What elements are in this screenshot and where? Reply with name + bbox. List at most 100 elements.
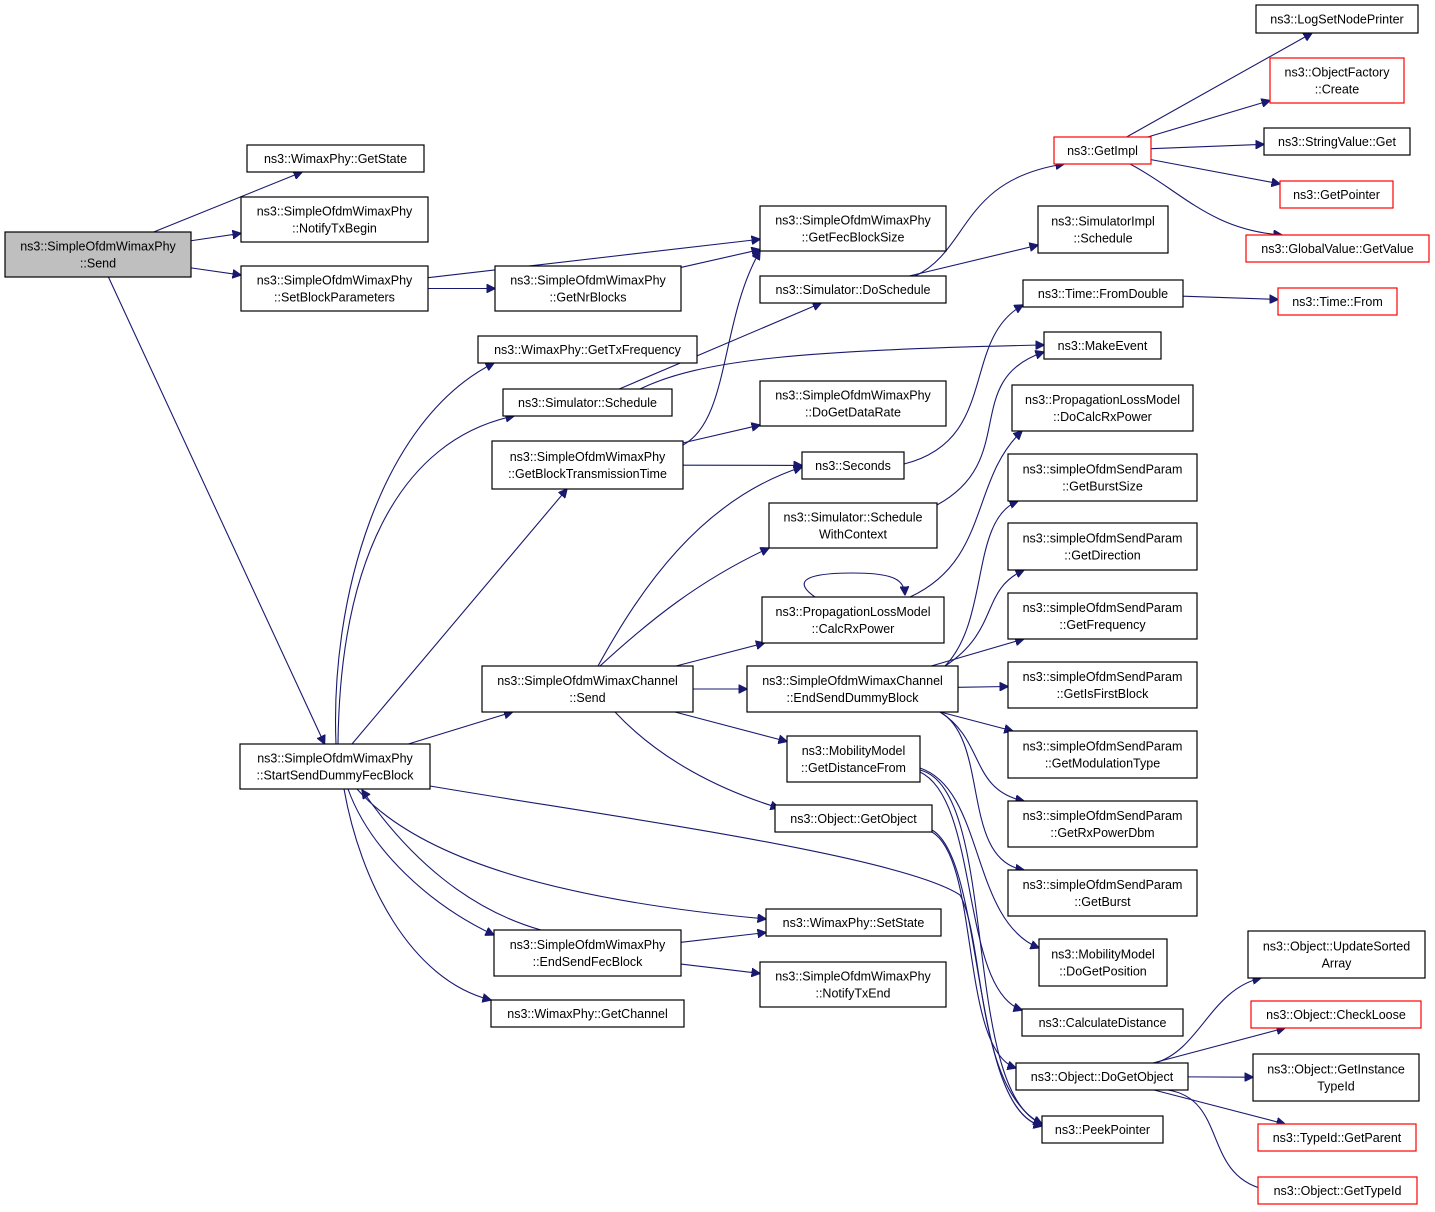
node-getpointer[interactable]: ns3::GetPointer [1279,180,1394,209]
node-seconds[interactable]: ns3::Seconds [801,451,905,480]
node-label-line: ns3::simpleOfdmSendParam [1023,601,1183,615]
node-getfrequency[interactable]: ns3::simpleOfdmSendParam::GetFrequency [1007,592,1198,640]
node-dogetposition[interactable]: ns3::MobilityModel::DoGetPosition [1038,938,1168,987]
node-logsetnodeprinter[interactable]: ns3::LogSetNodePrinter [1255,4,1419,34]
edge-getdistfrom-to-peekpointer [919,769,1042,1124]
edge-getimpl-to-logsetnodeprinter [1126,33,1312,138]
node-timefrom[interactable]: ns3::Time::From [1277,287,1398,316]
node-doschedule[interactable]: ns3::Simulator::DoSchedule [759,275,947,304]
node-label-line: ns3::Simulator::Schedule [518,396,657,410]
node-box [1053,136,1152,165]
edge-chansend-to-getdistfrom [674,711,787,742]
edge-startsenddummy-to-gettxfreq [334,363,494,745]
node-box [1277,287,1398,316]
node-box [746,665,959,713]
edge-endsendfec-to-setstate [680,933,766,943]
edge-endsendfec-to-startsenddummy [362,790,542,931]
node-label-line: ns3::simpleOfdmSendParam [1023,670,1183,684]
node-notifytxend[interactable]: ns3::SimpleOfdmWimaxPhy::NotifyTxEnd [759,961,947,1008]
edge-chansend-to-schedwithctx [599,548,769,667]
node-getdistfrom[interactable]: ns3::MobilityModel::GetDistanceFrom [786,735,921,783]
node-box [759,275,947,304]
edge-getblocktxtime-to-dogetdatarate [682,425,760,444]
node-getobject[interactable]: ns3::Object::GetObject [774,804,933,833]
node-dogetobject[interactable]: ns3::Object::DoGetObject [1015,1062,1189,1091]
node-checkloose[interactable]: ns3::Object::CheckLoose [1250,1000,1422,1029]
node-globalvalueget[interactable]: ns3::GlobalValue::GetValue [1245,234,1430,263]
edge-timefromdouble-to-timefrom [1182,296,1278,299]
edge-startsenddummy-to-getblocktxtime [351,489,567,745]
node-getdirection[interactable]: ns3::simpleOfdmSendParam::GetDirection [1007,522,1198,571]
node-label-line: ns3::MobilityModel [802,744,906,758]
node-timefromdouble[interactable]: ns3::Time::FromDouble [1022,279,1184,308]
node-simimplschedule[interactable]: ns3::SimulatorImpl::Schedule [1037,205,1169,254]
node-label-line: ::DoGetDataRate [805,406,901,420]
edge-seconds-to-timefromdouble [903,305,1023,465]
node-getrxpowerdbm[interactable]: ns3::simpleOfdmSendParam::GetRxPowerDbm [1007,800,1198,848]
edge-startsenddummy-to-getchannel [343,788,491,1000]
node-label-line: ::GetDirection [1064,549,1140,563]
node-label-line: ns3::simpleOfdmSendParam [1023,532,1183,546]
node-box [1255,4,1419,34]
node-getstate[interactable]: ns3::WimaxPhy::GetState [246,144,425,173]
node-endsendfec[interactable]: ns3::SimpleOfdmWimaxPhy::EndSendFecBlock [493,929,682,977]
node-setstate[interactable]: ns3::WimaxPhy::SetState [765,908,942,937]
node-dogetdatarate[interactable]: ns3::SimpleOfdmWimaxPhy::DoGetDataRate [759,380,947,427]
node-getmodtype[interactable]: ns3::simpleOfdmSendParam::GetModulationT… [1007,730,1198,779]
node-objgettypeid[interactable]: ns3::Object::GetTypeId [1257,1176,1418,1205]
node-box [774,804,933,833]
node-makeevent[interactable]: ns3::MakeEvent [1043,331,1162,360]
node-box [1279,180,1394,209]
node-box [1007,800,1198,848]
edge-endsenddummy-to-getisfirstblock [957,687,1008,688]
edge-getobject-to-dogetobject [931,831,1016,1068]
node-label-line: ns3::simpleOfdmSendParam [1023,878,1183,892]
node-gettxfreq[interactable]: ns3::WimaxPhy::GetTxFrequency [477,335,698,364]
node-label-line: ::Create [1315,83,1360,97]
node-getblocktxtime[interactable]: ns3::SimpleOfdmWimaxPhy::GetBlockTransmi… [491,440,684,490]
node-label-line: ::Send [80,257,116,271]
node-docalcrxpower[interactable]: ns3::PropagationLossModel::DoCalcRxPower [1011,384,1194,432]
edge-calcrxpower-to-calcrxpower [803,572,905,598]
node-typeidgetparent[interactable]: ns3::TypeId::GetParent [1257,1123,1417,1152]
node-box [481,665,694,713]
node-objfactorycreate[interactable]: ns3::ObjectFactory::Create [1269,57,1405,104]
node-calcdistance[interactable]: ns3::CalculateDistance [1021,1008,1184,1037]
node-calcrxpower[interactable]: ns3::PropagationLossModel::CalcRxPower [761,596,945,644]
node-getfecblocksize[interactable]: ns3::SimpleOfdmWimaxPhy::GetFecBlockSize [759,205,947,252]
node-getisfirstblock[interactable]: ns3::simpleOfdmSendParam::GetIsFirstBloc… [1007,661,1198,709]
node-simschedule[interactable]: ns3::Simulator::Schedule [502,388,673,417]
node-label-line: ns3::GetPointer [1293,188,1380,202]
node-box [1247,930,1426,979]
node-label-line: ns3::simpleOfdmSendParam [1023,740,1183,754]
node-box [477,335,698,364]
node-box [1041,1115,1164,1144]
node-getimpl[interactable]: ns3::GetImpl [1053,136,1152,165]
node-label-line: ns3::SimpleOfdmWimaxPhy [775,389,931,403]
node-stringvalueget[interactable]: ns3::StringValue::Get [1263,127,1411,156]
node-getnrblocks[interactable]: ns3::SimpleOfdmWimaxPhy::GetNrBlocks [494,265,682,312]
node-notifytxbegin[interactable]: ns3::SimpleOfdmWimaxPhy::NotifyTxBegin [240,196,429,243]
node-getchannel[interactable]: ns3::WimaxPhy::GetChannel [490,999,685,1028]
node-endsenddummy[interactable]: ns3::SimpleOfdmWimaxChannel::EndSendDumm… [746,665,959,713]
node-label-line: ::GetFecBlockSize [802,231,905,245]
node-label-line: ns3::ObjectFactory [1285,66,1391,80]
node-label-line: ns3::SimpleOfdmWimaxPhy [775,214,931,228]
node-getburst[interactable]: ns3::simpleOfdmSendParam::GetBurst [1007,869,1198,917]
node-setblockparams[interactable]: ns3::SimpleOfdmWimaxPhy::SetBlockParamet… [240,265,429,312]
edge-send-to-notifytxbegin [190,233,241,242]
node-peekpointer[interactable]: ns3::PeekPointer [1041,1115,1164,1144]
node-label-line: ns3::Object::CheckLoose [1266,1008,1406,1022]
node-label-line: ns3::MakeEvent [1058,339,1148,353]
edge-send-to-startsenddummy [107,276,324,744]
nodes-layer: ns3::SimpleOfdmWimaxPhy::Sendns3::WimaxP… [4,4,1430,1205]
node-getburstsize[interactable]: ns3::simpleOfdmSendParam::GetBurstSize [1007,453,1198,502]
node-label-line: ns3::Object::DoGetObject [1031,1070,1174,1084]
node-chansend[interactable]: ns3::SimpleOfdmWimaxChannel::Send [481,665,694,713]
node-label-line: ns3::WimaxPhy::GetChannel [507,1007,668,1021]
node-send[interactable]: ns3::SimpleOfdmWimaxPhy::Send [4,231,192,278]
node-startsenddummy[interactable]: ns3::SimpleOfdmWimaxPhy::StartSendDummyF… [239,743,431,790]
